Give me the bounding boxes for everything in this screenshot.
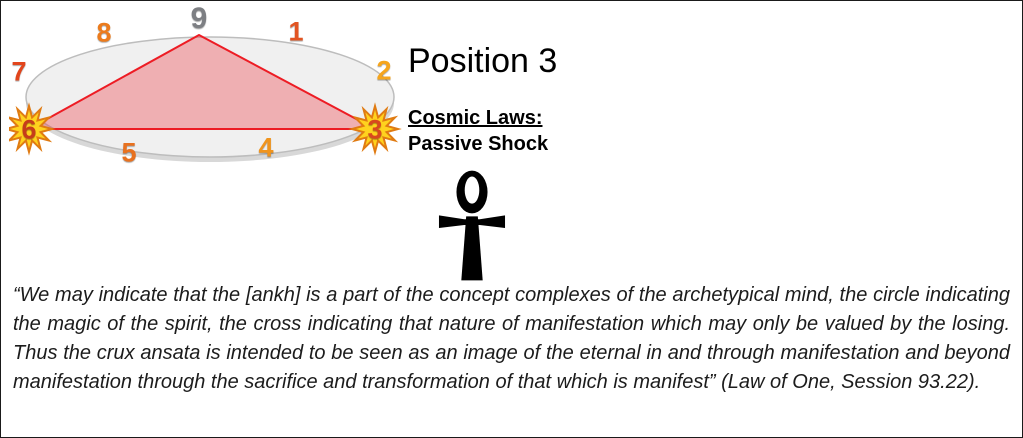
page-title: Position 3 — [408, 42, 558, 80]
quote-paragraph: “We may indicate that the [ankh] is a pa… — [13, 284, 1010, 393]
starburst-3-icon — [348, 102, 402, 156]
diagram-number-2: 2 — [376, 55, 392, 86]
diagram-number-6: 6 — [21, 114, 37, 145]
ellipse-circle — [25, 36, 395, 158]
cosmic-laws-value: Passive Shock — [408, 133, 549, 155]
triangle-9-3-6 — [28, 34, 376, 130]
diagram-number-4: 4 — [258, 132, 274, 163]
diagram-number-9: 9 — [190, 2, 208, 35]
diagram-number-1: 1 — [288, 16, 304, 47]
diagram-number-5: 5 — [121, 137, 137, 168]
diagram-number-7: 7 — [11, 56, 27, 87]
starburst-6-icon — [9, 102, 56, 156]
diagram-number-3: 3 — [367, 114, 383, 145]
cosmic-laws-heading: Cosmic Laws: — [408, 107, 543, 129]
enneagram-diagram-svg — [9, 34, 402, 162]
diagram-number-8: 8 — [96, 17, 112, 48]
enneagram-diagram: 1 2 3 4 5 6 7 8 9 — [9, 2, 411, 183]
ankh-icon — [438, 168, 506, 291]
